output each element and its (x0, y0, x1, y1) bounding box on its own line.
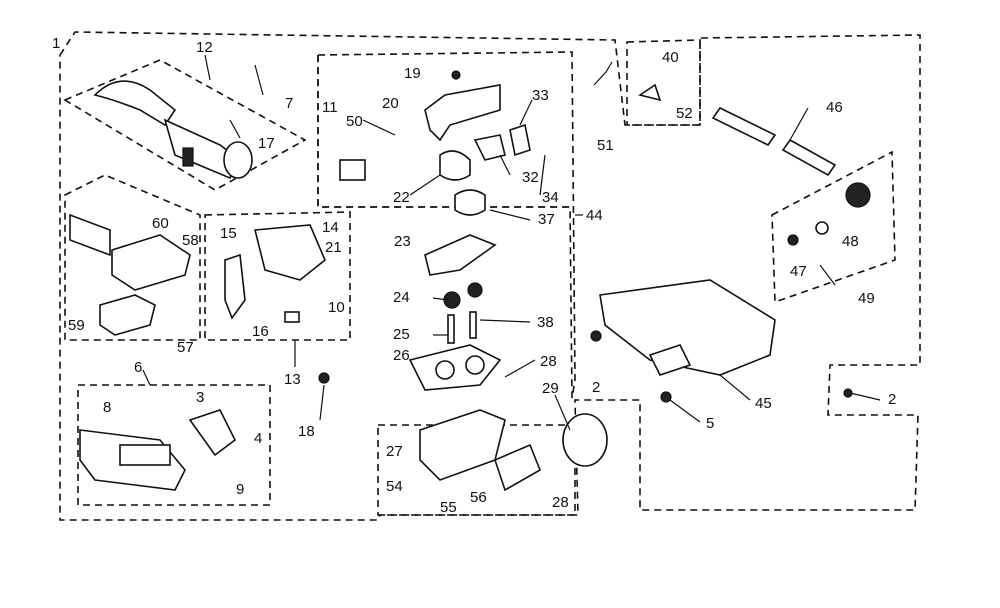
callout-7: 7 (285, 95, 293, 112)
callout-32: 32 (522, 169, 539, 186)
callout-23: 23 (394, 233, 411, 250)
callout-12: 12 (196, 39, 213, 56)
bracket-group (204, 211, 351, 341)
burner-tube-group (63, 59, 307, 191)
callout-29: 29 (542, 380, 559, 397)
callout-37: 37 (538, 211, 555, 228)
leader-lines (142, 54, 881, 431)
callout-4: 4 (254, 430, 262, 447)
callout-44: 44 (586, 207, 603, 224)
manifold-group (77, 384, 271, 506)
callout-59: 59 (68, 317, 85, 334)
callout-28-bottom: 28 (552, 494, 569, 511)
callout-26: 26 (393, 347, 410, 364)
callout-3: 3 (196, 389, 204, 406)
thermocouple (562, 413, 608, 467)
rod-46 (711, 106, 777, 147)
callout-27: 27 (386, 443, 403, 460)
callout-40: 40 (662, 49, 679, 66)
callout-38: 38 (537, 314, 554, 331)
callout-58: 58 (182, 232, 199, 249)
callout-2-right: 2 (888, 391, 896, 408)
callout-56: 56 (470, 489, 487, 506)
orifice-group-49 (771, 150, 896, 304)
screw-19 (451, 70, 461, 80)
callout-17: 17 (258, 135, 275, 152)
callout-24: 24 (393, 289, 410, 306)
callout-11: 11 (322, 99, 338, 116)
callout-8: 8 (103, 399, 111, 416)
valve-body (419, 409, 506, 481)
callout-49: 49 (858, 290, 875, 307)
pilot-frame-group (317, 51, 576, 399)
callout-21: 21 (325, 239, 342, 256)
callout-54: 54 (386, 478, 403, 495)
callout-46: 46 (826, 99, 843, 116)
callout-2-left: 2 (592, 379, 600, 396)
callout-50: 50 (346, 113, 363, 130)
control-box-group (64, 174, 201, 341)
callout-60: 60 (152, 215, 169, 232)
callout-52: 52 (676, 105, 693, 122)
callout-9: 9 (236, 481, 244, 498)
burner-box (599, 279, 776, 376)
gasket (408, 344, 502, 391)
callout-19: 19 (404, 65, 421, 82)
callout-15: 15 (220, 225, 237, 242)
callout-28-top: 28 (540, 353, 557, 370)
callout-25: 25 (393, 326, 410, 343)
callout-51: 51 (597, 137, 614, 154)
callout-48: 48 (842, 233, 859, 250)
callout-45: 45 (755, 395, 772, 412)
callout-6: 6 (134, 359, 142, 376)
callout-20: 20 (382, 95, 399, 112)
callout-22: 22 (393, 189, 410, 206)
callout-labels: 12 7 17 19 20 33 11 50 32 34 22 37 51 40… (52, 35, 896, 516)
callout-16: 16 (252, 323, 269, 340)
callout-33: 33 (532, 87, 549, 104)
callout-10: 10 (328, 299, 345, 316)
spring-clip-group (626, 39, 701, 126)
callout-34: 34 (542, 189, 559, 206)
callout-14: 14 (322, 219, 339, 236)
callout-1: 1 (52, 35, 60, 52)
callout-13: 13 (284, 371, 301, 388)
callout-18: 18 (298, 423, 315, 440)
callout-5: 5 (706, 415, 714, 432)
callout-55: 55 (440, 499, 457, 516)
valve-plate (424, 234, 497, 276)
callout-47: 47 (790, 263, 807, 280)
callout-57: 57 (177, 339, 194, 356)
